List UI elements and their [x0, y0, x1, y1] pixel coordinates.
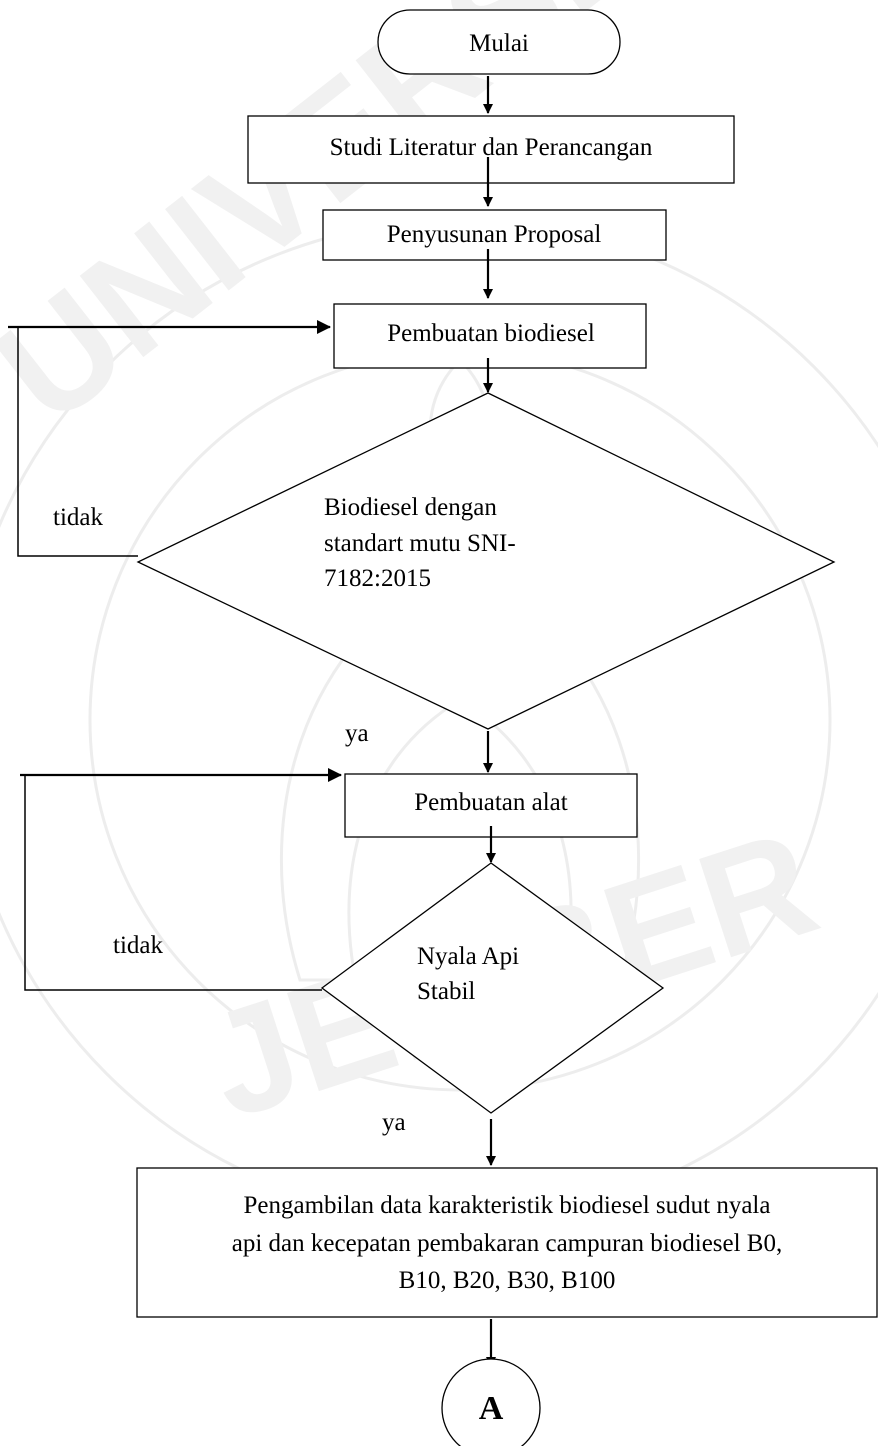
flame-no-loop	[24, 775, 322, 991]
flame-yes-label: ya	[382, 1109, 406, 1136]
biodiesel-label: Pembuatan biodiesel	[387, 320, 595, 347]
flame-no-label: tidak	[113, 932, 163, 959]
connector-label: A	[479, 1390, 504, 1427]
literature-label: Studi Literatur dan Perancangan	[330, 134, 653, 161]
flame-decision: Nyala Api Stabil	[320, 862, 665, 1114]
quality-no-label: tidak	[53, 504, 103, 531]
quality-decision-line3: 7182:2015	[324, 565, 431, 592]
quality-decision: Biodiesel dengan standart mutu SNI- 7182…	[136, 392, 836, 730]
tool-label: Pembuatan alat	[414, 789, 567, 816]
proposal-label: Penyusunan Proposal	[387, 221, 602, 248]
data-collection-step: Pengambilan data karakteristik biodiesel…	[136, 1167, 878, 1318]
proposal-step: Penyusunan Proposal	[322, 209, 667, 261]
flame-decision-line1: Nyala Api	[417, 943, 519, 970]
quality-decision-line2: standart mutu SNI-	[324, 530, 516, 557]
tool-step: Pembuatan alat	[344, 773, 638, 838]
quality-no-loop	[17, 327, 138, 557]
start-label: Mulai	[469, 30, 529, 57]
quality-decision-line1: Biodiesel dengan	[324, 494, 497, 521]
connector-a: A	[441, 1358, 541, 1446]
biodiesel-step: Pembuatan biodiesel	[333, 303, 647, 369]
data-collection-line3: B10, B20, B30, B100	[399, 1267, 616, 1294]
start-node: Mulai	[377, 9, 621, 75]
literature-step: Studi Literatur dan Perancangan	[247, 115, 735, 184]
data-collection-line2: api dan kecepatan pembakaran campuran bi…	[232, 1230, 782, 1257]
data-collection-line1: Pengambilan data karakteristik biodiesel…	[244, 1192, 771, 1219]
flame-decision-line2: Stabil	[417, 978, 475, 1005]
quality-yes-label: ya	[345, 720, 369, 747]
